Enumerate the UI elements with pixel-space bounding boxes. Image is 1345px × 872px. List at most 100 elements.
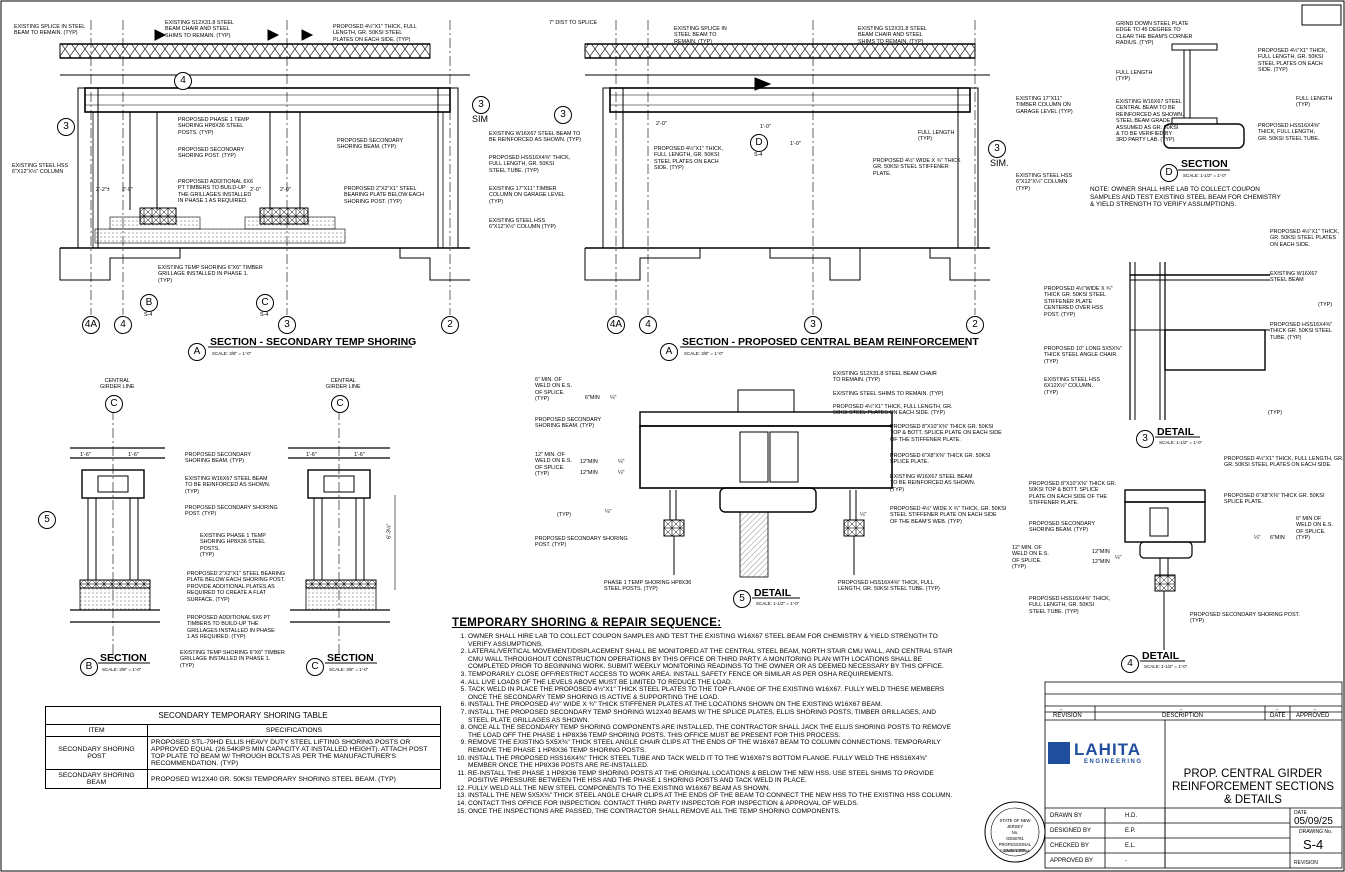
table-cell: SECONDARY SHORING POST bbox=[45, 736, 148, 770]
callout: PROPOSED ADDITIONAL 6X6 PT TIMBERS TO BU… bbox=[187, 615, 275, 641]
view-bubble: 5 bbox=[733, 590, 751, 608]
view-title: SECTION bbox=[327, 652, 374, 664]
callout: PROPOSED 4½" WIDE X ¾" THICK, GR. 50KSI … bbox=[890, 506, 1007, 525]
sequence-step: LATERAL/VERTICAL MOVEMENT/DISPLACEMENT S… bbox=[468, 648, 957, 671]
callout: EXISTING W16X67 STEEL BEAM TO BE REINFOR… bbox=[489, 131, 581, 144]
section-c-drawing bbox=[288, 410, 396, 660]
callout: PROPOSED 6"X8"X⅜" THICK GR. 50KSI SPLICE… bbox=[890, 453, 991, 466]
revision-label: REVISION bbox=[1294, 860, 1318, 866]
grid-line-label: CENTRAL GIRDER LINE bbox=[100, 378, 135, 391]
callout: EXISTING TEMP SHORING 6"X6" TIMBER GRILL… bbox=[180, 650, 285, 669]
view-scale: SCALE: 3/8" = 1'-0" bbox=[102, 667, 142, 672]
dimension: 1'-6" bbox=[128, 452, 139, 458]
callout: PROPOSED SECONDARY SHORING POST. (TYP) bbox=[185, 505, 278, 518]
callout: 12" MIN. OF WELD ON E.S. OF SPLICE. (TYP… bbox=[1012, 545, 1049, 571]
callout: EXISTING S12X31.8 STEEL BEAM CHAIR AND S… bbox=[858, 26, 927, 45]
sim-label: SIM bbox=[472, 114, 489, 124]
callout: GRIND DOWN STEEL PLATE EDGE TO 45 DEGREE… bbox=[1116, 21, 1193, 47]
weld-symbol: ¼" bbox=[610, 395, 617, 401]
designed-by-value: E.P. bbox=[1125, 828, 1136, 834]
callout: EXISTING TEMP SHORING 6"X6" TIMBER GRILL… bbox=[158, 265, 263, 284]
callout: PHASE 1 TEMP SHORING HP8X36 STEEL POSTS.… bbox=[604, 580, 692, 593]
dimension: 2'-0" bbox=[656, 121, 667, 127]
callout: FULL LENGTH (TYP) bbox=[1296, 96, 1333, 109]
weld-symbol: ¼" bbox=[860, 512, 867, 518]
view-scale: SCALE: 1-1/2" = 1'-0" bbox=[1159, 440, 1203, 445]
table-row: SECONDARY SHORING BEAM PROPOSED W12X40 G… bbox=[45, 769, 441, 789]
section-d-drawing bbox=[1163, 43, 1245, 149]
sequence-step: REMOVE THE EXISTING 5X5X⅜" THICK STEEL A… bbox=[468, 739, 957, 754]
table-header-row: ITEM SPECIFICATIONS bbox=[45, 724, 441, 737]
revision-dash: - bbox=[1276, 707, 1278, 713]
sequence-step: CONTACT THIS OFFICE FOR INSPECTION. CONT… bbox=[468, 800, 957, 808]
column-header: SPECIFICATIONS bbox=[147, 724, 441, 737]
drawn-by-value: H.D. bbox=[1125, 813, 1137, 819]
view-scale: SCALE: 3/8" = 1'-0" bbox=[329, 667, 369, 672]
callout: PROPOSED HSS16X4⅜" THICK, FULL LENGTH, G… bbox=[1029, 596, 1111, 615]
callout: PROPOSED SECONDARY SHORING BEAM. (TYP) bbox=[337, 138, 404, 151]
section-cut-marker: B bbox=[140, 294, 158, 312]
sequence-step: ONCE ALL THE SECONDARY TEMP SHORING COMP… bbox=[468, 724, 957, 739]
callout: EXISTING PHASE 1 TEMP SHORING HP8X36 STE… bbox=[200, 533, 266, 559]
callout: PROPOSED SECONDARY SHORING BEAM. (TYP) bbox=[1029, 521, 1096, 534]
sequence-step: TEMPORARILY CLOSE OFF/RESTRICT ACCESS TO… bbox=[468, 671, 957, 679]
callout: PROPOSED 8"X10"X⅜" THICK GR. 50KSI TOP &… bbox=[890, 424, 1002, 443]
weld-symbol: ¼" bbox=[1115, 555, 1122, 561]
column-header: ITEM bbox=[45, 724, 148, 737]
shoring-table: SECONDARY TEMPORARY SHORING TABLE ITEM S… bbox=[45, 706, 441, 789]
callout: (TYP) bbox=[1268, 410, 1283, 416]
detail-3-drawing bbox=[1129, 262, 1270, 420]
callout: PROPOSED ADDITIONAL 6X6 PT TIMBERS TO BU… bbox=[178, 179, 253, 205]
engineer-seal-name: EDWIN J. PENA bbox=[1000, 848, 1030, 853]
view-bubble: B bbox=[80, 658, 98, 676]
company-subtitle: ENGINEERING bbox=[1084, 759, 1143, 765]
callout: PROPOSED 8"X10"X⅜" THICK GR. 50KSI TOP &… bbox=[1029, 481, 1117, 507]
view-scale: SCALE: 1-1/2" = 1'-0" bbox=[756, 601, 800, 606]
callout: PROPOSED 4½"X1" THICK, FULL LENGTH, GR. … bbox=[1258, 48, 1328, 74]
view-bubble: 3 bbox=[1136, 430, 1154, 448]
grid-bubble-4: 4 bbox=[639, 316, 657, 334]
callout: EXISTING STEEL HSS 6"X12"X½" COLUMN (TYP… bbox=[489, 218, 556, 231]
view-bubble: C bbox=[306, 658, 324, 676]
view-scale: SCALE: 1-1/2" = 1'-0" bbox=[1144, 664, 1188, 669]
grid-bubble-4: 4 bbox=[114, 316, 132, 334]
sequence-step: OWNER SHALL HIRE LAB TO COLLECT COUPON S… bbox=[468, 633, 957, 648]
callout: EXISTING 17"X11" TIMBER COLUMN ON GARAGE… bbox=[1016, 96, 1073, 115]
revision-dash: - bbox=[1060, 707, 1062, 713]
weld-symbol: 12"MIN bbox=[580, 459, 598, 465]
grid-bubble-4a: 4A bbox=[607, 316, 625, 334]
callout: PROPOSED 2"X2"X1" STEEL BEARING PLATE BE… bbox=[187, 571, 286, 603]
section-cut-marker: D bbox=[750, 134, 768, 152]
dimension: 1'-0" bbox=[760, 124, 771, 130]
table-row: SECONDARY SHORING POST PROPOSED STL-79HD… bbox=[45, 736, 441, 770]
callout: 6" MIN OF WELD ON E.S. OF SPLICE. (TYP) bbox=[1296, 516, 1333, 542]
sequence-step: ONCE THE INSPECTIONS ARE PASSED, THE CON… bbox=[468, 808, 957, 816]
weld-symbol: 12"MIN bbox=[1092, 559, 1110, 565]
callout: PROPOSED SECONDARY SHORING POST. (TYP) bbox=[178, 147, 245, 160]
weld-symbol: 6"MIN bbox=[1270, 535, 1285, 541]
sequence-step: ALL LIVE LOADS OF THE LEVELS ABOVE MUST … bbox=[468, 679, 957, 687]
sequence-title: TEMPORARY SHORING & REPAIR SEQUENCE: bbox=[452, 617, 722, 629]
grid-bubble-4a: 4A bbox=[82, 316, 100, 334]
callout: PROPOSED HSS16X4⅜" THICK, FULL LENGTH, G… bbox=[1258, 123, 1321, 142]
view-title: DETAIL bbox=[1142, 650, 1180, 662]
callout: (TYP) bbox=[1318, 302, 1333, 308]
title-underlines bbox=[98, 169, 1230, 664]
drawing-title: PROP. CENTRAL GIRDER REINFORCEMENT SECTI… bbox=[1171, 768, 1335, 806]
callout: EXISTING W16X67 STEEL CENTRAL BEAM TO BE… bbox=[1116, 99, 1184, 144]
callout: 6" MIN. OF WELD ON E.S. OF SPLICE. (TYP) bbox=[535, 377, 572, 403]
callout: PROPOSED 4½"X1" THICK, FULL LENGTH, GR. … bbox=[833, 404, 953, 417]
revision-header: REVISION bbox=[1053, 713, 1082, 719]
company-name: LAHITA bbox=[1074, 740, 1142, 759]
grid-bubble-3: 3 bbox=[278, 316, 296, 334]
callout: PROPOSED 4½" WIDE X ¾" THICK GR. 50KSI S… bbox=[873, 158, 961, 177]
sequence-step: INSTALL THE PROPOSED 4½" WIDE X ¾" THICK… bbox=[468, 701, 957, 709]
callout: EXISTING W16X67 STEEL BEAM TO BE REINFOR… bbox=[890, 474, 976, 493]
grid-bubble-3: 3 bbox=[804, 316, 822, 334]
sequence-step: INSTALL THE NEW 5X5X⅜" THICK STEEL ANGLE… bbox=[468, 792, 957, 800]
revision-header: DESCRIPTION bbox=[1162, 713, 1204, 719]
checked-by-label: CHECKED BY bbox=[1050, 843, 1090, 849]
shoring-sequence: TEMPORARY SHORING & REPAIR SEQUENCE: OWN… bbox=[452, 617, 957, 815]
grid-bubble-2: 2 bbox=[966, 316, 984, 334]
